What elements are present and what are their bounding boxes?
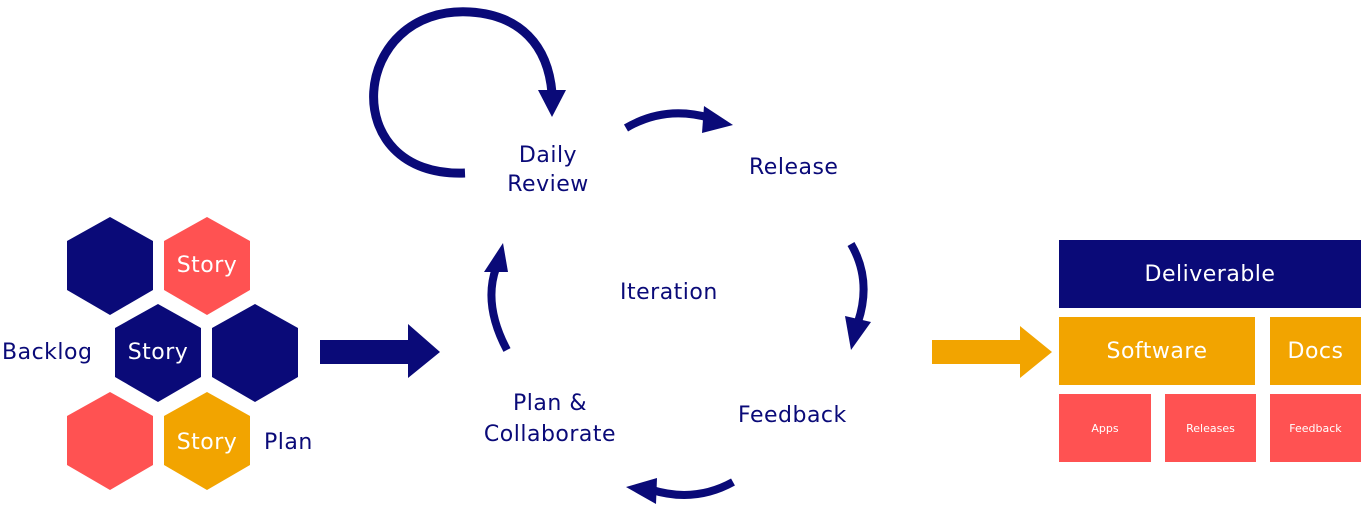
feedback-label: Feedback xyxy=(738,403,847,428)
plan-collaborate-label-line1: Plan & xyxy=(513,391,587,416)
hexagon-coral-bottom-left xyxy=(67,392,153,490)
apps-label: Apps xyxy=(1091,421,1119,435)
release-label: Release xyxy=(749,155,839,180)
deliverable-box: Deliverable xyxy=(1059,240,1361,308)
arrow-review-to-release xyxy=(623,109,712,132)
docs-box: Docs xyxy=(1270,317,1361,385)
daily-review-loop-arrowhead xyxy=(538,90,566,117)
arrow-iteration-to-deliverable xyxy=(932,326,1052,378)
docs-label: Docs xyxy=(1287,338,1344,364)
story-label-top: Story xyxy=(176,253,238,278)
plan-collaborate-label: Plan & Collaborate xyxy=(468,388,632,450)
hexagon-navy-top-left xyxy=(67,217,153,315)
arrow-review-to-release-head xyxy=(702,106,733,133)
releases-box: Releases xyxy=(1165,394,1256,462)
releases-label: Releases xyxy=(1186,421,1235,435)
plan-label: Plan xyxy=(264,430,313,455)
story-label-bottom: Story xyxy=(176,430,238,455)
daily-review-label: Daily Review xyxy=(478,141,618,199)
backlog-label: Backlog xyxy=(2,340,93,365)
arrow-plan-to-review xyxy=(487,266,511,352)
software-box: Software xyxy=(1059,317,1255,385)
hexagon-story-middle xyxy=(115,304,201,402)
iteration-label: Iteration xyxy=(620,280,718,305)
feedback-box-label: Feedback xyxy=(1289,421,1342,435)
software-label: Software xyxy=(1106,338,1208,364)
hexagon-navy-middle-right xyxy=(212,304,298,402)
arrow-feedback-to-plan-head xyxy=(626,478,657,504)
arrow-plan-to-review-head xyxy=(484,243,508,272)
arrow-feedback-to-plan xyxy=(650,478,735,499)
hexagon-story-top xyxy=(164,217,250,315)
deliverable-title: Deliverable xyxy=(1144,261,1276,287)
daily-review-label-line1: Daily xyxy=(518,143,578,168)
daily-review-loop-arrow xyxy=(369,7,557,178)
arrow-backlog-to-iteration xyxy=(320,324,440,378)
apps-box: Apps xyxy=(1059,394,1151,462)
feedback-box: Feedback xyxy=(1270,394,1361,462)
arrow-release-to-feedback xyxy=(847,241,868,324)
story-label-middle: Story xyxy=(127,340,189,365)
hexagon-story-bottom xyxy=(164,392,250,490)
plan-collaborate-label-line2: Collaborate xyxy=(483,422,617,447)
daily-review-label-line2: Review xyxy=(507,172,589,197)
arrow-release-to-feedback-head xyxy=(845,316,871,350)
